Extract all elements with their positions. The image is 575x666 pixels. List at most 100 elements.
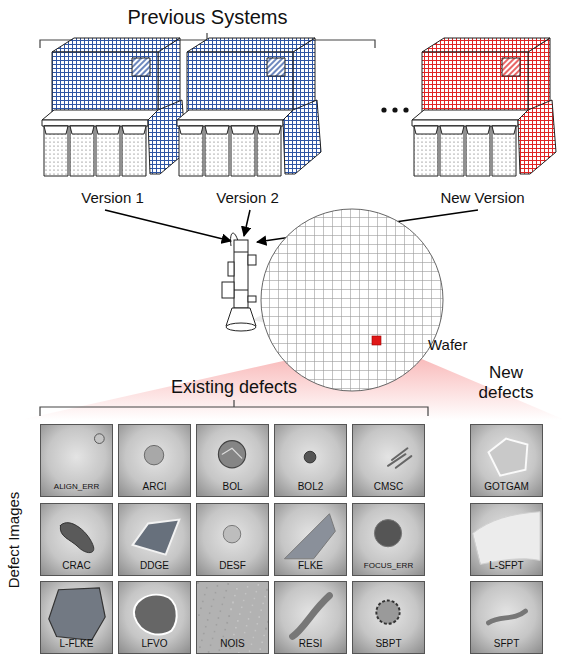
noise-speck bbox=[219, 610, 221, 612]
noise-speck bbox=[254, 630, 256, 632]
defect-label: BOL bbox=[197, 481, 268, 493]
defect-shape bbox=[489, 611, 526, 623]
defect-shape bbox=[304, 451, 316, 463]
group-label: Previous Systems bbox=[40, 6, 375, 29]
machine-desk bbox=[412, 120, 518, 126]
defect-label: CRAC bbox=[41, 560, 112, 572]
defect-image-tile: L-FLKE bbox=[40, 581, 113, 654]
noise-speck bbox=[228, 615, 230, 617]
noise-speck bbox=[208, 651, 210, 653]
noise-speck bbox=[206, 587, 208, 589]
wafer-shape bbox=[260, 208, 444, 392]
noise-speck bbox=[214, 631, 216, 633]
defect-shape bbox=[218, 441, 245, 468]
machine-cabinet bbox=[492, 126, 516, 176]
defect-shape bbox=[293, 596, 330, 637]
defect-label: L-FLKE bbox=[41, 638, 112, 650]
noise-speck bbox=[215, 592, 217, 594]
inspection-system bbox=[412, 38, 556, 176]
noise-speck bbox=[255, 591, 257, 593]
noise-speck bbox=[225, 590, 227, 592]
version-arrows bbox=[105, 210, 231, 241]
noise-speck bbox=[241, 606, 243, 608]
noise-speck bbox=[202, 600, 204, 602]
noise-speck bbox=[238, 652, 240, 653]
inspection-tool bbox=[234, 290, 248, 291]
noise-speck bbox=[212, 637, 214, 639]
noise-speck bbox=[213, 599, 215, 601]
machine-cabinet bbox=[179, 126, 203, 134]
inspection-tool bbox=[234, 252, 248, 253]
noise-speck bbox=[201, 639, 203, 641]
noise-speck bbox=[216, 585, 218, 587]
noise-speck bbox=[253, 598, 255, 600]
noise-speck bbox=[249, 650, 251, 652]
noise-speck bbox=[216, 585, 218, 587]
noise-speck bbox=[215, 592, 217, 594]
noise-speck bbox=[247, 586, 249, 588]
defect-shape bbox=[94, 434, 104, 444]
noise-speck bbox=[213, 599, 215, 601]
group-label: Defect Images bbox=[5, 480, 25, 600]
defect-shape bbox=[60, 522, 94, 552]
noise-speck bbox=[263, 635, 265, 637]
inspection-system bbox=[177, 38, 321, 176]
noise-speck bbox=[205, 626, 207, 628]
machine-cabinet bbox=[70, 126, 94, 134]
defect-image-tile: ALIGN_ERR bbox=[40, 424, 113, 497]
inspection-systems bbox=[42, 38, 556, 176]
noise-speck bbox=[234, 595, 236, 597]
noise-speck bbox=[224, 629, 226, 631]
group-label: Existing defects bbox=[40, 377, 428, 398]
noise-speck bbox=[215, 624, 217, 626]
machine-cabinet bbox=[231, 126, 255, 176]
defect-image-tile: FLKE bbox=[274, 503, 347, 576]
noise-speck bbox=[258, 616, 260, 618]
noise-speck bbox=[248, 618, 250, 620]
system-node: Version 1 bbox=[35, 35, 190, 207]
noise-speck bbox=[201, 639, 203, 641]
defect-shape bbox=[144, 445, 163, 464]
noise-speck bbox=[256, 623, 258, 625]
inspection-tool bbox=[234, 240, 248, 308]
noise-speck bbox=[223, 597, 225, 599]
defect-shape bbox=[222, 448, 241, 458]
noise-speck bbox=[215, 624, 217, 626]
machine-cabinet bbox=[414, 126, 438, 176]
noise-speck bbox=[217, 617, 219, 619]
noise-speck bbox=[217, 617, 219, 619]
noise-speck bbox=[200, 607, 202, 609]
machine-cabinet bbox=[44, 126, 68, 176]
noise-speck bbox=[241, 606, 243, 608]
group-label: New defects bbox=[462, 363, 550, 403]
noise-speck bbox=[225, 590, 227, 592]
noise-speck bbox=[254, 630, 256, 632]
noise-speck bbox=[207, 619, 209, 621]
machine-panel bbox=[283, 100, 321, 174]
noise-speck bbox=[212, 637, 214, 639]
machine-cabinet bbox=[70, 126, 94, 176]
noise-speck bbox=[199, 646, 201, 648]
noise-speck bbox=[204, 594, 206, 596]
noise-speck bbox=[261, 641, 263, 643]
defect-label: SBPT bbox=[353, 638, 424, 650]
machine-cabinet bbox=[205, 126, 229, 134]
defect-label: FOCUS_ERR bbox=[353, 560, 424, 572]
noise-speck bbox=[262, 602, 264, 604]
noise-speck bbox=[266, 589, 268, 591]
defect-label: GOTGAM bbox=[471, 481, 542, 493]
defect-shape bbox=[376, 600, 399, 623]
noise-speck bbox=[250, 643, 252, 645]
machine-front bbox=[422, 52, 528, 112]
noise-speck bbox=[218, 649, 220, 651]
machine-cabinet bbox=[257, 126, 281, 134]
machine-cabinet bbox=[440, 126, 464, 134]
machine-cabinet bbox=[492, 126, 516, 134]
noise-speck bbox=[206, 587, 208, 589]
machine-window bbox=[267, 58, 285, 76]
defect-label: SFPT bbox=[471, 638, 542, 650]
machine-cabinet bbox=[122, 126, 146, 134]
noise-speck bbox=[262, 602, 264, 604]
noise-speck bbox=[248, 618, 250, 620]
